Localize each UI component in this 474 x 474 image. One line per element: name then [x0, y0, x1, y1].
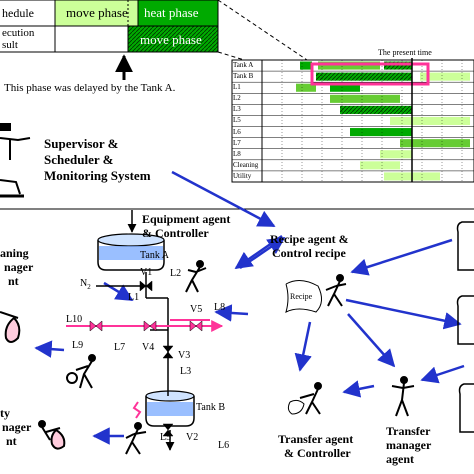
supervisor-figure [0, 123, 31, 198]
gantt-bar [400, 139, 470, 148]
execution-row-label-b: sult [2, 39, 18, 51]
plant-label-l3: L3 [180, 366, 192, 377]
equipment-agent-line2: & Controller [142, 226, 209, 240]
gantt-row-label: L1 [233, 83, 241, 92]
plant-label-l1: L1 [128, 292, 140, 303]
gantt-row-label: L3 [233, 105, 241, 114]
heat-phase-label: heat phase [144, 5, 199, 20]
gantt-row-label: Utility [233, 171, 252, 180]
cleaning-manager-figure [0, 311, 21, 343]
gantt-row-label: Tank A [233, 61, 254, 69]
cleaning-manager-line2: nager [4, 260, 34, 274]
valve-icon [189, 320, 203, 332]
equipment-agent-line1: Equipment agent [142, 212, 231, 226]
valve-icon [162, 345, 174, 359]
transfer-manager-line1: Transfer [386, 424, 431, 438]
cleaning-manager-line3: nt [8, 274, 19, 288]
delay-highlight [310, 62, 430, 86]
move-phase-result-label: move phase [140, 32, 202, 47]
gantt-chart [231, 58, 474, 183]
transfer-manager-line3: agent [386, 452, 414, 466]
tank-a-label: Tank A [140, 250, 170, 261]
plant-label-l10: L10 [66, 314, 83, 325]
utility-manager-line3: nt [6, 434, 17, 448]
plant-label-l6: L6 [218, 440, 230, 451]
recipe-scroll-label: Recipe [290, 292, 313, 301]
recipe-agent-line2: Control recipe [272, 246, 346, 260]
supervisor-line2: Scheduler & [44, 152, 114, 167]
valve-icon [89, 320, 103, 332]
tank-b [132, 390, 195, 427]
gantt-bar [296, 83, 316, 92]
gantt-row-label: L7 [233, 138, 241, 147]
plant-label-v1: V1 [140, 267, 153, 278]
gantt-row-label: L8 [233, 149, 241, 158]
zoom-line-top [217, 0, 311, 63]
schedule-row-label: hedule [2, 6, 34, 20]
transfer-agent-line2: & Controller [284, 446, 351, 460]
present-time-label: The present time [378, 48, 432, 57]
supervisor-line1: Supervisor & [44, 136, 119, 151]
plant-label-l2: L2 [170, 268, 182, 279]
message-arrows [34, 170, 465, 445]
schedule-box [0, 0, 219, 53]
gantt-bar [318, 61, 380, 70]
move-phase-label: move phase [66, 5, 128, 20]
plant-label-v5: V5 [190, 304, 203, 315]
gantt-row-label: L5 [233, 116, 241, 125]
cleaning-manager-line1: aning [0, 246, 29, 260]
gantt-bar [420, 72, 470, 81]
gantt-bar [316, 72, 412, 81]
gantt-bar [384, 61, 412, 70]
gantt-row-label: L2 [233, 94, 241, 103]
gantt-bar [340, 105, 412, 114]
l5-operator-figure [125, 422, 147, 455]
agent-figures [0, 260, 415, 455]
transfer-agent-line1: Transfer agent [278, 432, 354, 446]
plant-label-l8: L8 [214, 302, 226, 313]
transfer-manager-line2: manager [386, 438, 432, 452]
gantt-row-label: Tank B [233, 72, 254, 81]
gantt-row-label: Cleaning [233, 160, 259, 169]
plant-label-v2: V2 [186, 432, 199, 443]
recipe-agent-line1: Recipe agent & [270, 232, 349, 246]
valve-icon [143, 320, 157, 332]
gantt-bar [300, 61, 312, 70]
supervisor-line3: Monitoring System [44, 168, 151, 183]
gantt-bar [330, 94, 400, 103]
tank-a [97, 233, 165, 271]
plant-label-v3: V3 [178, 350, 191, 361]
valves [89, 280, 203, 437]
n2-label: N2 [80, 278, 91, 291]
gantt-row-label: L6 [233, 127, 241, 136]
utility-manager-line2: nager [2, 420, 32, 434]
gantt-bar [350, 128, 412, 137]
plant-label-l9: L9 [72, 340, 84, 351]
transfer-manager-figure [391, 376, 415, 417]
plant-label-l7: L7 [114, 342, 126, 353]
gantt-bar [380, 150, 412, 159]
valve-icon [162, 423, 174, 437]
valve-icon [139, 280, 153, 292]
delay-note: This phase was delayed by the Tank A. [4, 82, 176, 94]
plant-label-v4: V4 [142, 342, 155, 353]
gantt-bar [390, 116, 470, 126]
recipe-agent-figure [285, 274, 347, 313]
gantt-bar [360, 161, 400, 170]
utility-manager-figure [38, 420, 66, 450]
plant-label-l5: L5 [160, 432, 172, 443]
right-edge-boxes [456, 221, 474, 433]
execution-row-label-a: ecution [2, 27, 35, 39]
transfer-agent-figure [287, 382, 322, 415]
tank-b-label: Tank B [196, 402, 226, 413]
utility-manager-line1: ty [0, 406, 10, 420]
equipment-agent-figure [185, 260, 207, 293]
gantt-bar [330, 83, 360, 92]
l9-operator-figure [66, 354, 96, 389]
